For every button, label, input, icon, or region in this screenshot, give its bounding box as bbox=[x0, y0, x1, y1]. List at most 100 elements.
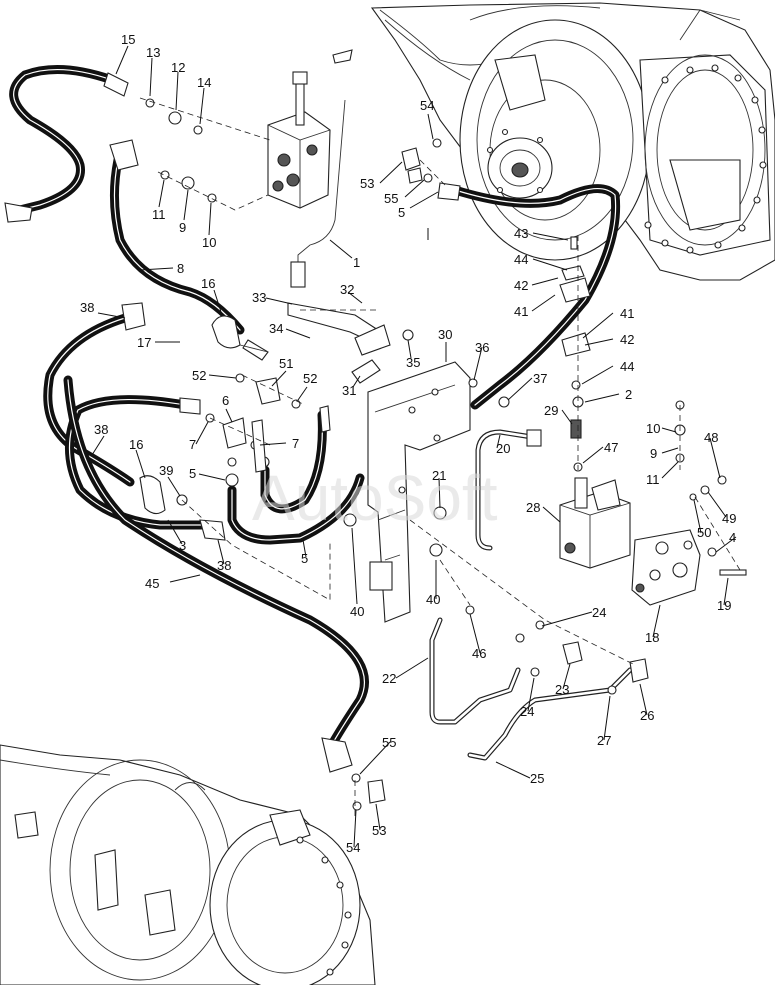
callout-40: 40 bbox=[350, 604, 364, 619]
callout-43: 43 bbox=[514, 226, 528, 241]
callout-55-b: 55 bbox=[382, 735, 396, 750]
callout-38-c: 38 bbox=[217, 558, 231, 573]
valve-28 bbox=[559, 477, 631, 569]
watermark-text: AutoSoft bbox=[252, 462, 498, 534]
hose-5-lower bbox=[227, 410, 365, 545]
callout-55: 55 bbox=[384, 191, 398, 206]
callout-26: 26 bbox=[640, 708, 654, 723]
callout-5: 5 bbox=[398, 205, 405, 220]
callout-15: 15 bbox=[121, 32, 135, 47]
callout-13: 13 bbox=[146, 45, 160, 60]
callout-16: 16 bbox=[201, 276, 215, 291]
callout-7-b: 7 bbox=[292, 436, 299, 451]
callout-30: 30 bbox=[438, 327, 452, 342]
callout-39: 39 bbox=[159, 463, 173, 478]
callout-46: 46 bbox=[472, 646, 486, 661]
link-31 bbox=[351, 359, 381, 384]
tube-20 bbox=[475, 429, 542, 551]
callout-11-b: 11 bbox=[646, 472, 660, 487]
callout-47: 47 bbox=[604, 440, 618, 455]
callout-10: 10 bbox=[202, 235, 216, 250]
callout-48: 48 bbox=[704, 430, 718, 445]
callout-3: 3 bbox=[179, 538, 186, 553]
callout-41-b: 41 bbox=[620, 306, 634, 321]
callout-32: 32 bbox=[340, 282, 354, 297]
callout-36: 36 bbox=[475, 340, 489, 355]
leader-lines bbox=[91, 45, 737, 848]
callout-20: 20 bbox=[496, 441, 510, 456]
tube-25 bbox=[467, 667, 633, 761]
callout-5-b: 5 bbox=[189, 466, 196, 481]
callout-41: 41 bbox=[514, 304, 528, 319]
washers-and-nuts bbox=[145, 98, 747, 811]
callout-28: 28 bbox=[526, 500, 540, 515]
callout-25: 25 bbox=[530, 771, 544, 786]
lower-axle-assembly bbox=[0, 744, 376, 985]
tube-22 bbox=[429, 617, 521, 725]
callout-4: 4 bbox=[729, 530, 736, 545]
callout-14: 14 bbox=[197, 75, 211, 90]
callout-53: 53 bbox=[360, 176, 374, 191]
callout-33: 33 bbox=[252, 290, 266, 305]
callout-7: 7 bbox=[189, 437, 196, 452]
lever-33 bbox=[287, 302, 391, 356]
callout-24: 24 bbox=[592, 605, 606, 620]
callout-10-b: 10 bbox=[646, 421, 660, 436]
callout-42-b: 42 bbox=[620, 332, 634, 347]
callout-45: 45 bbox=[145, 576, 159, 591]
pressure-valve-block bbox=[267, 71, 331, 209]
callout-12: 12 bbox=[171, 60, 185, 75]
callout-44-b: 44 bbox=[620, 359, 634, 374]
callout-54: 54 bbox=[420, 98, 434, 113]
brackets-41-42 bbox=[559, 236, 591, 357]
callout-51: 51 bbox=[279, 356, 293, 371]
clamp-16-upper bbox=[211, 315, 269, 353]
hose-15 bbox=[4, 65, 129, 223]
callout-9: 9 bbox=[179, 220, 186, 235]
spring-29 bbox=[570, 419, 582, 439]
callout-31: 31 bbox=[342, 383, 356, 398]
callout-27: 27 bbox=[597, 733, 611, 748]
callout-2: 2 bbox=[625, 387, 632, 402]
callout-50: 50 bbox=[697, 525, 711, 540]
callout-9-b: 9 bbox=[650, 446, 657, 461]
callout-54-b: 54 bbox=[346, 840, 360, 855]
callout-38: 38 bbox=[80, 300, 94, 315]
callout-5-c: 5 bbox=[301, 551, 308, 566]
hose-45 bbox=[63, 375, 369, 773]
assembly-lines bbox=[139, 97, 741, 820]
callout-42: 42 bbox=[514, 278, 528, 293]
axle-bolt-circle bbox=[486, 64, 767, 254]
callout-16-b: 16 bbox=[129, 437, 143, 452]
callout-labels: 15 13 12 14 11 9 10 1 8 16 17 54 53 55 5… bbox=[80, 32, 736, 855]
callout-35: 35 bbox=[406, 355, 420, 370]
fitting-tee-6 bbox=[222, 377, 281, 449]
bracket-30 bbox=[367, 361, 471, 623]
manifold-18 bbox=[631, 529, 701, 606]
clamp-16-lower bbox=[139, 475, 166, 515]
callout-11: 11 bbox=[152, 207, 166, 222]
callout-17: 17 bbox=[137, 335, 151, 350]
callout-40-b: 40 bbox=[426, 592, 440, 607]
control-cable bbox=[290, 49, 353, 288]
callout-38-b: 38 bbox=[94, 422, 108, 437]
callout-53-b: 53 bbox=[372, 823, 386, 838]
callout-22: 22 bbox=[382, 671, 396, 686]
callout-34: 34 bbox=[269, 321, 283, 336]
callout-49: 49 bbox=[722, 511, 736, 526]
callout-52: 52 bbox=[192, 368, 206, 383]
callout-19: 19 bbox=[717, 598, 731, 613]
hose-8 bbox=[109, 139, 269, 361]
callout-6: 6 bbox=[222, 393, 229, 408]
callout-1: 1 bbox=[353, 255, 360, 270]
callout-52-b: 52 bbox=[303, 371, 317, 386]
hose-38-upper bbox=[43, 302, 146, 487]
callout-44: 44 bbox=[514, 252, 528, 267]
callout-37: 37 bbox=[533, 371, 547, 386]
callout-29: 29 bbox=[544, 403, 558, 418]
callout-21: 21 bbox=[432, 468, 446, 483]
callout-18: 18 bbox=[645, 630, 659, 645]
hose-5-upper bbox=[437, 182, 621, 410]
callout-23: 23 bbox=[555, 682, 569, 697]
